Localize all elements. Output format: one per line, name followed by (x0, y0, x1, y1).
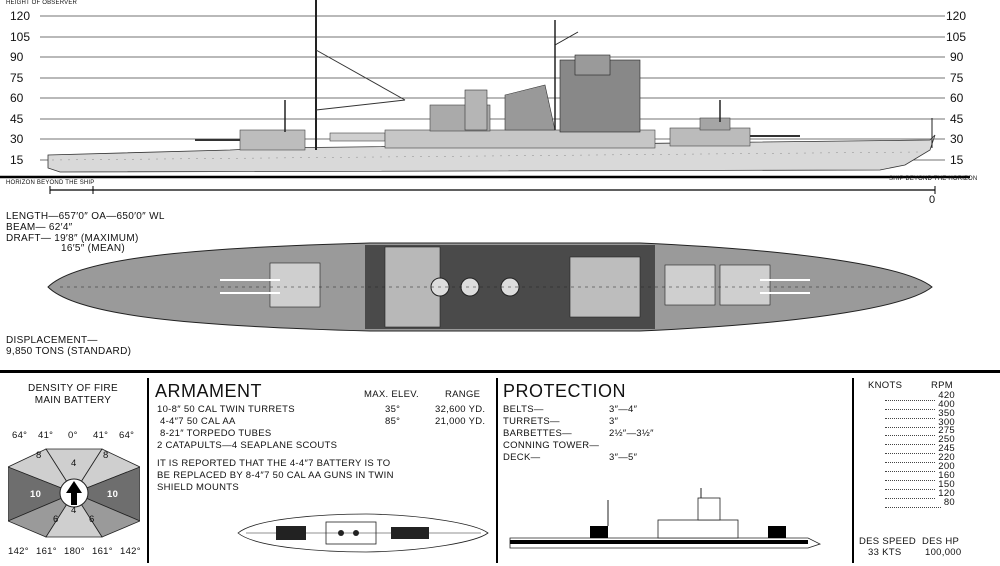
density-title-2: MAIN BATTERY (34, 395, 112, 406)
armament-item-2: 4-4″7 50 CAL AA (160, 416, 236, 427)
protection-item-3: BARBETTES— (503, 428, 572, 439)
sector-label-4: 10 (30, 489, 42, 500)
armament-elev-1: 35° (385, 404, 401, 415)
protection-value-2: 3″ (609, 416, 619, 427)
rpm-row: 220 (885, 452, 955, 464)
top-angle-3: 0° (68, 430, 78, 441)
sector-label-1: 8 (36, 450, 42, 461)
des-hp-label: DES HP (922, 536, 960, 547)
max-elev-header: MAX. ELEV. (364, 389, 419, 400)
scale-right-15: 15 (950, 153, 964, 167)
protection-item-4: CONNING TOWER— (503, 440, 600, 451)
scale-right-75: 75 (950, 71, 964, 85)
length-spec: LENGTH—657′0″ OA—650′0″ WL (6, 211, 165, 222)
scale-left-75: 75 (10, 71, 24, 85)
top-angle-4: 41° (93, 430, 109, 441)
beam-spec: BEAM— 62′4″ (6, 222, 73, 233)
divider-1 (147, 378, 149, 563)
scale-right-45: 45 (950, 112, 964, 126)
draft-spec: DRAFT— 19′8″ (MAXIMUM) (6, 233, 139, 244)
density-title-1: DENSITY OF FIRE (28, 383, 118, 394)
section-divider (0, 370, 1000, 373)
scale-zero-label: 0 (929, 194, 936, 206)
ship-beyond-horizon-label: SHIP BEYOND THE HORIZON (889, 176, 978, 182)
protection-item-1: BELTS— (503, 404, 544, 415)
scale-right-60: 60 (950, 91, 964, 105)
rpm-row: 350 (885, 408, 955, 419)
armament-title: ARMAMENT (155, 381, 262, 401)
knots-header: KNOTS (868, 380, 903, 391)
ship-profile-diagram (0, 0, 970, 194)
des-speed-value: 33 KTS (868, 547, 902, 558)
armament-item-1: 10-8″ 50 CAL TWIN TURRETS (157, 404, 295, 415)
bottom-angle-2: 161° (36, 546, 57, 557)
armament-plan-view (237, 513, 489, 553)
armament-note-2: BE REPLACED BY 8-4″7 50 CAL AA GUNS IN T… (157, 470, 394, 481)
rpm-row: 200 (885, 461, 955, 473)
rpm-row: 150 (885, 479, 955, 490)
armament-range-2: 21,000 YD. (435, 416, 486, 427)
scale-left-45: 45 (10, 112, 24, 126)
scale-right-120: 120 (946, 9, 967, 23)
horizon-beyond-ship-label: HORIZON BEYOND THE SHIP (6, 180, 95, 186)
rpm-row: 160 (885, 470, 955, 481)
bottom-angle-3: 180° (64, 546, 85, 557)
bottom-angle-4: 161° (92, 546, 113, 557)
scale-left-30: 30 (10, 132, 24, 146)
protection-value-1: 3″—4″ (609, 404, 638, 415)
rpm-row: 400 (885, 399, 955, 410)
divider-2 (496, 378, 498, 563)
scale-left-90: 90 (10, 50, 24, 64)
protection-item-5: DECK— (503, 452, 541, 463)
armament-item-4: 2 CATAPULTS—4 SEAPLANE SCOUTS (157, 440, 338, 451)
rpm-row: 275 (885, 425, 955, 437)
protection-value-5: 3″—5″ (609, 452, 638, 463)
scale-left-120: 120 (10, 9, 31, 23)
rpm-row: 250 (885, 434, 955, 446)
draft-mean-spec: 16′5″ (MEAN) (61, 243, 126, 254)
scale-left-15: 15 (10, 153, 24, 167)
top-angle-5: 64° (119, 430, 135, 441)
sector-label-6: 6 (53, 514, 59, 525)
height-of-observer-label: HEIGHT OF OBSERVER (6, 0, 78, 6)
rpm-row: 120 (885, 488, 955, 499)
rpm-row: 245 (885, 443, 955, 455)
protection-item-2: TURRETS— (503, 416, 560, 427)
sector-label-8: 6 (89, 514, 95, 525)
top-angle-2: 41° (38, 430, 54, 441)
sector-label-5: 10 (107, 489, 119, 500)
protection-value-3: 2½″—3½″ (609, 428, 654, 439)
bottom-angle-1: 142° (8, 546, 29, 557)
armament-note-1: IT IS REPORTED THAT THE 4-4″7 BATTERY IS… (157, 458, 391, 469)
scale-left-105: 105 (10, 30, 31, 44)
rpm-row: 80 (885, 497, 955, 508)
bottom-angle-5: 142° (120, 546, 141, 557)
scale-right-105: 105 (946, 30, 967, 44)
armament-item-3: 8-21″ TORPEDO TUBES (160, 428, 272, 439)
des-hp-value: 100,000 (925, 547, 962, 558)
armament-range-1: 32,600 YD. (435, 404, 486, 415)
ship-plan-view (47, 242, 933, 332)
armament-elev-2: 85° (385, 416, 401, 427)
scale-left-60: 60 (10, 91, 24, 105)
rpm-row: 420 (885, 390, 955, 401)
density-of-fire-diagram (8, 448, 140, 538)
rpm-row: 300 (885, 417, 955, 428)
divider-3 (852, 378, 854, 563)
sector-label-3: 4 (71, 458, 77, 469)
scale-right-30: 30 (950, 132, 964, 146)
armament-note-3: SHIELD MOUNTS (157, 482, 240, 493)
des-speed-label: DES SPEED (859, 536, 917, 547)
rpm-list: 420 400 350 300 275 250 245 220 200 160 … (885, 390, 955, 508)
protection-title: PROTECTION (503, 381, 627, 401)
sector-label-2: 8 (103, 450, 109, 461)
scale-right-90: 90 (950, 50, 964, 64)
top-angle-1: 64° (12, 430, 28, 441)
displacement-value: 9,850 TONS (STANDARD) (6, 346, 132, 357)
displacement-label: DISPLACEMENT— (6, 335, 98, 346)
protection-profile-diagram (509, 488, 822, 549)
sector-label-7: 4 (71, 505, 77, 516)
rpm-header: RPM (931, 380, 954, 391)
range-header: RANGE (445, 389, 481, 400)
